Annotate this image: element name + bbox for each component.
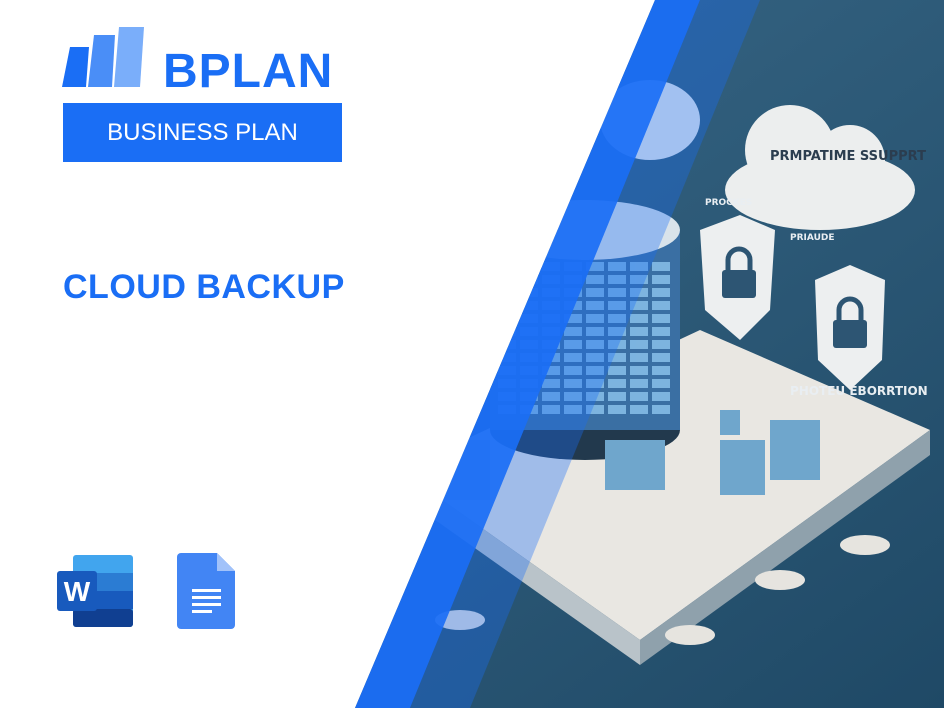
server-unit bbox=[586, 340, 604, 349]
server-unit bbox=[652, 392, 670, 401]
server-unit bbox=[608, 288, 626, 297]
server-unit bbox=[608, 327, 626, 336]
server-unit bbox=[652, 340, 670, 349]
server-unit bbox=[586, 301, 604, 310]
server-unit bbox=[652, 288, 670, 297]
server-unit bbox=[630, 314, 648, 323]
server-unit bbox=[630, 262, 648, 271]
server-unit bbox=[608, 262, 626, 271]
server-unit bbox=[608, 314, 626, 323]
server-unit bbox=[564, 379, 582, 388]
bplan-logo-icon bbox=[62, 27, 144, 87]
server-unit bbox=[630, 340, 648, 349]
brand-tagline: BUSINESS PLAN bbox=[63, 103, 342, 162]
small-label: PROCKES bbox=[705, 198, 752, 208]
cloud-label: PRMPATIME SSUPPRT bbox=[770, 149, 926, 164]
server-unit bbox=[652, 379, 670, 388]
server-unit bbox=[630, 392, 648, 401]
server-unit bbox=[586, 405, 604, 414]
diagonal-band bbox=[355, 0, 700, 708]
server-unit bbox=[498, 301, 516, 310]
server-unit bbox=[586, 327, 604, 336]
microsoft-word-icon[interactable]: W bbox=[55, 553, 135, 629]
google-docs-icon[interactable] bbox=[177, 553, 237, 629]
server-unit bbox=[542, 379, 560, 388]
server-unit bbox=[652, 275, 670, 284]
server-unit bbox=[498, 288, 516, 297]
server-unit bbox=[630, 405, 648, 414]
server-unit bbox=[564, 392, 582, 401]
server-unit bbox=[630, 327, 648, 336]
server-unit bbox=[652, 301, 670, 310]
server-unit bbox=[542, 405, 560, 414]
server-unit bbox=[652, 353, 670, 362]
server-unit bbox=[652, 366, 670, 375]
server-unit bbox=[608, 366, 626, 375]
server-unit bbox=[608, 275, 626, 284]
page-title: CLOUD BACKUP bbox=[63, 268, 345, 306]
server-unit bbox=[564, 327, 582, 336]
server-unit bbox=[608, 379, 626, 388]
server-unit bbox=[608, 340, 626, 349]
server-unit bbox=[586, 275, 604, 284]
server-unit bbox=[586, 379, 604, 388]
server-unit bbox=[608, 301, 626, 310]
server-unit bbox=[608, 405, 626, 414]
side-label: PHOTEU EBORRTION bbox=[790, 384, 928, 398]
shield-lock-icon bbox=[700, 215, 775, 340]
brand-name: BPLAN bbox=[163, 45, 334, 98]
server-unit bbox=[498, 262, 516, 271]
server-unit bbox=[630, 366, 648, 375]
server-unit bbox=[564, 366, 582, 375]
server-unit bbox=[564, 340, 582, 349]
server-unit bbox=[630, 275, 648, 284]
server-unit bbox=[586, 288, 604, 297]
server-unit bbox=[564, 405, 582, 414]
server-unit bbox=[520, 262, 538, 271]
server-unit bbox=[542, 366, 560, 375]
server-unit bbox=[586, 353, 604, 362]
server-unit bbox=[608, 392, 626, 401]
server-unit bbox=[652, 405, 670, 414]
small-label: PRIAUDE bbox=[790, 233, 835, 243]
server-unit bbox=[652, 327, 670, 336]
server-unit bbox=[630, 379, 648, 388]
server-unit bbox=[586, 366, 604, 375]
server-unit bbox=[608, 353, 626, 362]
server-unit bbox=[586, 314, 604, 323]
server-unit bbox=[498, 275, 516, 284]
server-unit bbox=[652, 314, 670, 323]
server-unit bbox=[630, 288, 648, 297]
server-unit bbox=[586, 262, 604, 271]
svg-text:W: W bbox=[64, 576, 91, 607]
server-unit bbox=[564, 314, 582, 323]
shield-lock-icon bbox=[815, 265, 885, 390]
server-unit bbox=[542, 392, 560, 401]
server-unit bbox=[564, 353, 582, 362]
server-unit bbox=[630, 353, 648, 362]
server-unit bbox=[652, 262, 670, 271]
server-unit bbox=[630, 301, 648, 310]
server-unit bbox=[498, 314, 516, 323]
server-unit bbox=[586, 392, 604, 401]
